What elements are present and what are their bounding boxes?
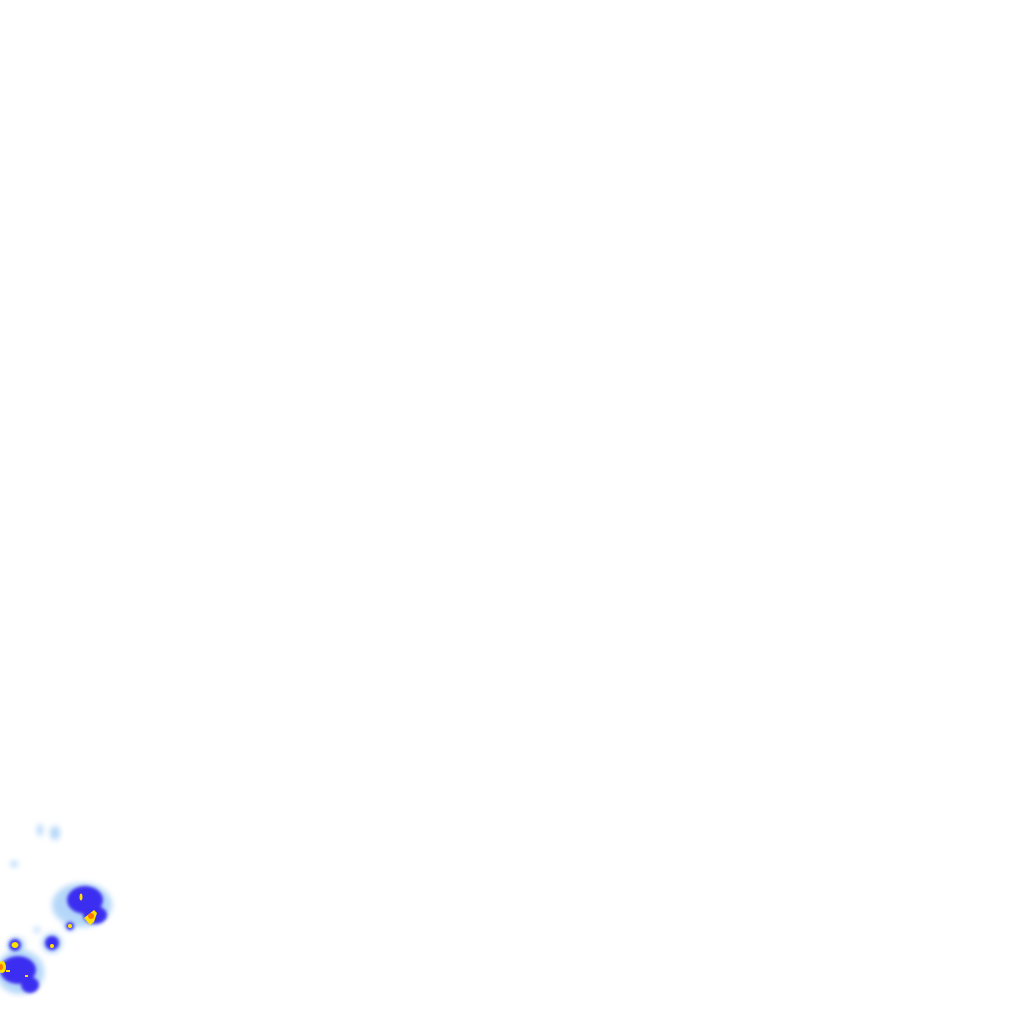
echo-light (37, 824, 43, 836)
echo-heavy (21, 977, 39, 993)
echo-intense (68, 924, 72, 928)
echo-heavy (45, 936, 59, 950)
echo-core (88, 913, 94, 919)
echo-light (34, 927, 40, 933)
echo-intense (79, 893, 83, 901)
echo-light (10, 861, 18, 867)
echo-intense (25, 975, 28, 977)
echo-core (0, 964, 3, 970)
echo-light (50, 826, 60, 840)
echo-intense (6, 970, 10, 972)
echo-intense (11, 942, 19, 948)
radar-echoes (0, 824, 112, 994)
echo-intense (50, 944, 54, 948)
